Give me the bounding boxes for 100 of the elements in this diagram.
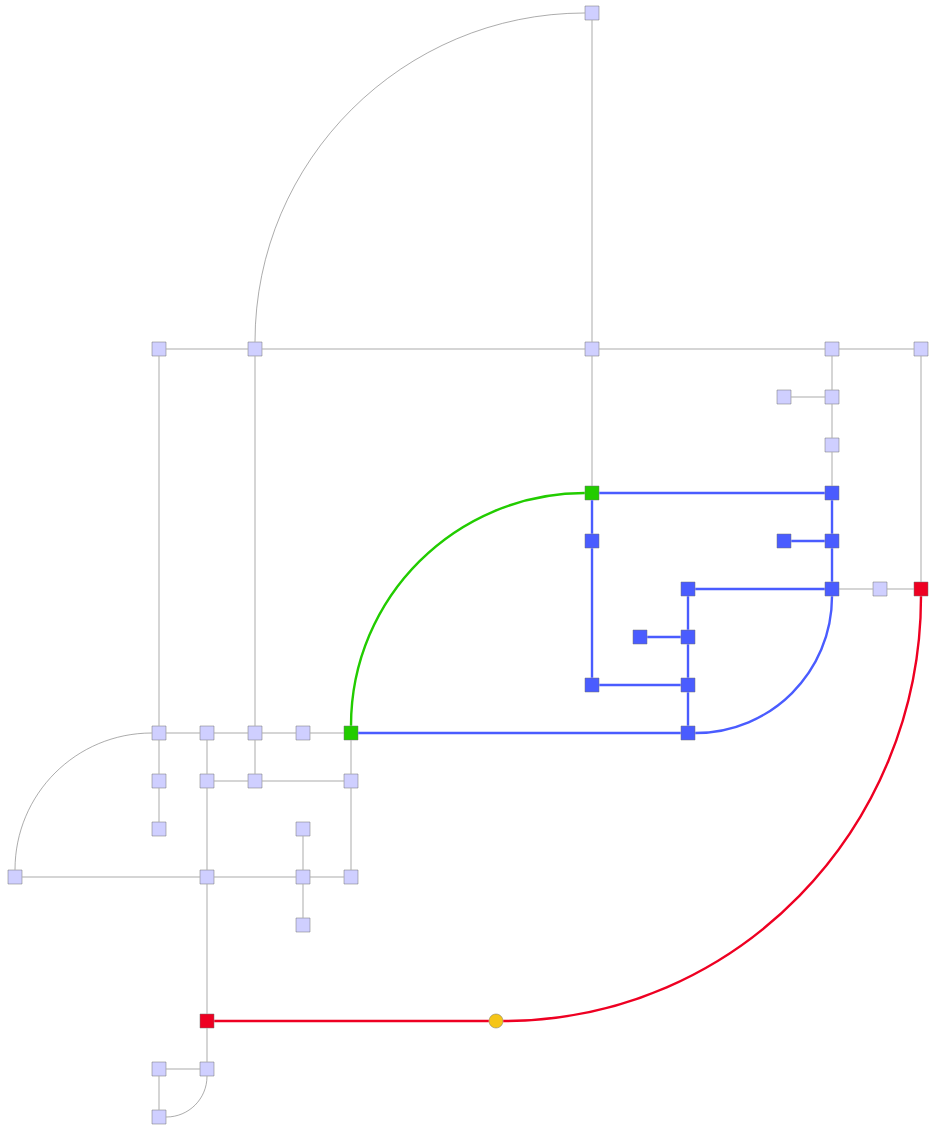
curved-connector: [14, 732, 153, 871]
connector-line: [165, 732, 201, 734]
square-node: [824, 485, 840, 501]
square-node: [199, 1013, 215, 1029]
square-node: [584, 341, 600, 357]
square-node: [824, 437, 840, 453]
square-node: [680, 581, 696, 597]
connector-line: [158, 1075, 160, 1111]
curved-connector: [165, 1075, 208, 1118]
connector-line: [686, 596, 690, 630]
connector-line: [791, 539, 825, 543]
connector-line: [261, 732, 297, 734]
connector-line: [350, 739, 352, 775]
square-node: [247, 725, 263, 741]
square-node: [343, 773, 359, 789]
square-node: [151, 1061, 167, 1077]
square-node: [151, 341, 167, 357]
connector-line: [213, 732, 249, 734]
square-node: [199, 725, 215, 741]
connector-line: [599, 683, 681, 687]
square-node: [824, 533, 840, 549]
square-node: [295, 869, 311, 885]
connector-line: [206, 787, 208, 871]
connector-line: [838, 348, 915, 350]
connector-line: [647, 635, 681, 639]
square-node: [343, 725, 359, 741]
square-node: [584, 485, 600, 501]
connector-line: [591, 355, 593, 487]
connector-line: [920, 355, 922, 583]
connector-line: [302, 883, 304, 919]
connector-line: [598, 348, 826, 350]
connector-line: [254, 739, 256, 775]
square-node: [872, 581, 888, 597]
square-node: [343, 869, 359, 885]
connector-line: [309, 732, 345, 734]
connector-line: [590, 500, 594, 534]
connector-line: [831, 403, 833, 439]
connector-line: [206, 739, 208, 775]
connector-line: [261, 780, 345, 782]
square-node: [151, 725, 167, 741]
connector-line: [831, 451, 833, 487]
square-node: [680, 677, 696, 693]
curved-connector: [349, 491, 585, 726]
square-node: [913, 581, 929, 597]
square-node: [151, 1109, 167, 1125]
square-node: [295, 917, 311, 933]
connector-line: [165, 1068, 201, 1070]
square-node: [824, 389, 840, 405]
square-node: [632, 629, 648, 645]
connector-line: [21, 876, 201, 878]
connector-line: [309, 876, 345, 878]
connector-line: [599, 491, 825, 495]
connector-line: [350, 787, 352, 871]
connector-line: [686, 644, 690, 678]
connector-line: [838, 588, 874, 590]
square-node: [7, 869, 23, 885]
connector-line: [261, 348, 586, 350]
connector-line: [591, 19, 593, 343]
curved-connector: [254, 12, 586, 343]
connector-line: [830, 548, 834, 582]
connector-line: [358, 731, 681, 735]
square-node: [776, 389, 792, 405]
square-node: [295, 725, 311, 741]
curved-connector: [503, 596, 923, 1023]
connector-line: [165, 348, 249, 350]
square-node: [151, 773, 167, 789]
connector-line: [158, 739, 160, 775]
square-node: [584, 677, 600, 693]
connector-line: [158, 355, 160, 727]
square-node: [824, 341, 840, 357]
square-node: [199, 1061, 215, 1077]
connector-line: [213, 780, 249, 782]
connector-line: [830, 500, 834, 534]
square-node: [680, 629, 696, 645]
connector-line: [254, 355, 256, 727]
square-node: [824, 581, 840, 597]
connector-line: [302, 835, 304, 871]
square-node: [247, 773, 263, 789]
square-node: [151, 821, 167, 837]
square-node: [913, 341, 929, 357]
square-node: [776, 533, 792, 549]
connector-line: [158, 787, 160, 823]
square-node: [247, 341, 263, 357]
square-node: [199, 869, 215, 885]
connector-line: [214, 1019, 489, 1023]
connector-line: [213, 876, 297, 878]
connector-line: [206, 883, 208, 1015]
curved-connector: [695, 596, 834, 735]
connector-line: [695, 587, 825, 591]
square-node: [680, 725, 696, 741]
square-node: [199, 773, 215, 789]
square-node: [584, 5, 600, 21]
square-node: [295, 821, 311, 837]
connector-line: [790, 396, 826, 398]
connector-line: [686, 692, 690, 726]
connector-line: [206, 1027, 208, 1063]
connector-line: [831, 355, 833, 391]
connector-line: [886, 588, 915, 590]
connector-line: [590, 548, 594, 678]
square-node: [584, 533, 600, 549]
